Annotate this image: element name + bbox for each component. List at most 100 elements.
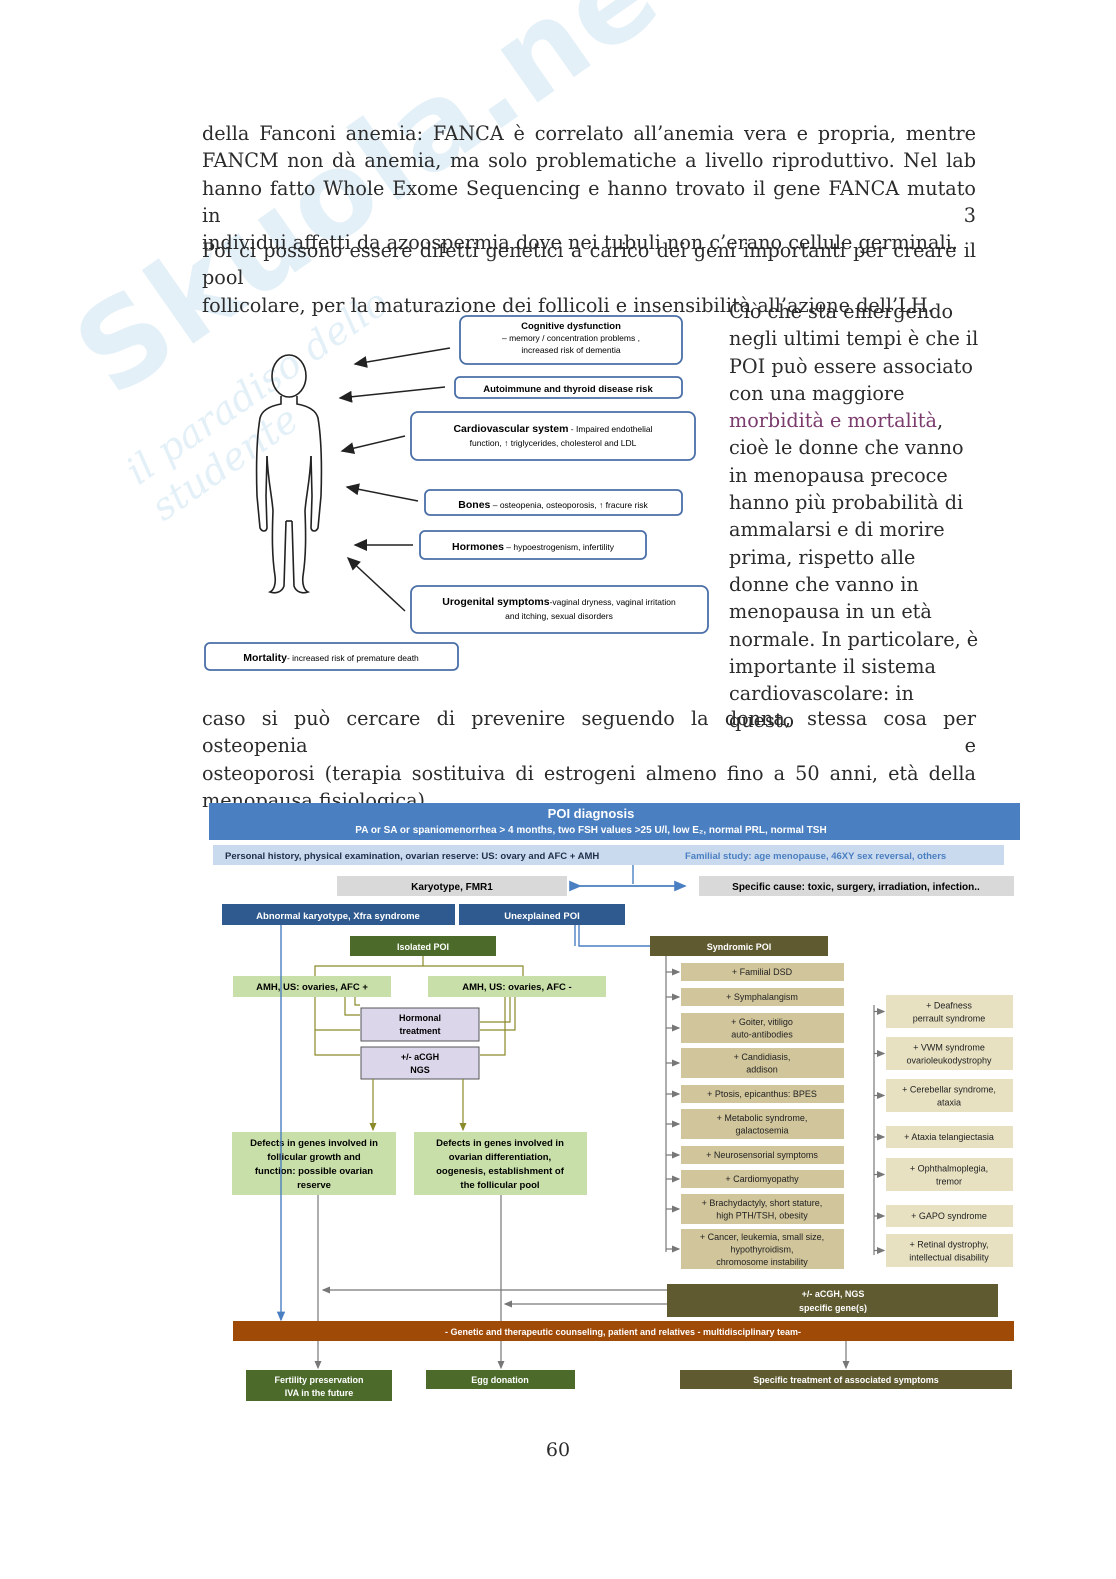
item-label: hypothyroidism, [730,1245,793,1255]
syndromic-item: + Metabolic syndrome,galactosemia [666,1109,844,1139]
item-label: + Ptosis, epicanthus: BPES [707,1089,817,1099]
svg-text:Hormonal: Hormonal [399,1013,441,1023]
text-line: caso si può cercare di prevenire seguend… [202,707,976,758]
item-label: + Familial DSD [732,967,793,977]
syndromic-item: + Cardiomyopathy [666,1170,844,1188]
svg-text:increased risk of dementia: increased risk of dementia [521,345,620,355]
item-label: auto-antibodies [731,1030,793,1040]
svg-text:specific gene(s): specific gene(s) [799,1303,867,1313]
poi-diagnosis-flowchart: POI diagnosis PA or SA or spaniomenorrhe… [209,803,1020,1401]
item-label: chromosome instability [716,1257,808,1267]
svg-text:NGS: NGS [410,1065,430,1075]
svg-text:Karyotype, FMR1: Karyotype, FMR1 [411,882,493,893]
abnormal-karyotype-box: Abnormal karyotype, Xfra syndrome [222,904,455,925]
item-label: intellectual disability [909,1253,989,1263]
item-label: tremor [936,1177,962,1187]
item-label: + Neurosensorial symptoms [706,1150,818,1160]
egg-donation-box: Egg donation [426,1370,575,1389]
svg-text:ovarian differentiation,: ovarian differentiation, [449,1152,551,1163]
item-label: ataxia [937,1098,961,1108]
svg-text:Autoimmune and thyroid disease: Autoimmune and thyroid disease risk [483,384,653,395]
paragraph-prevention: caso si può cercare di prevenire seguend… [202,705,976,814]
svg-text:Cognitive dysfunction: Cognitive dysfunction [521,321,621,332]
syndromic-extra-item: + Cerebellar syndrome, ataxia [874,1079,1013,1112]
item-label: ovarioleukodystrophy [906,1056,992,1066]
svg-text:Mortality- increased risk of p: Mortality- increased risk of premature d… [243,652,419,664]
specific-cause-box: Specific cause: toxic, surgery, irradiat… [699,876,1014,896]
syndromic-extra-item: + Deafness perrault syndrome [874,995,1013,1028]
side-text-start: Ciò che sta emergendo negli ultimi tempi… [729,300,979,405]
acgh-ngs-box: +/- aCGH NGS [360,1046,480,1080]
item-label: + Deafness [926,1001,972,1011]
svg-text:Defects in genes involved in: Defects in genes involved in [250,1138,378,1149]
text-line: Poi ci possono essere difetti genetici a… [202,239,976,290]
svg-text:Specific cause: toxic, surgery: Specific cause: toxic, surgery, irradiat… [732,882,980,893]
svg-text:Syndromic POI: Syndromic POI [707,942,772,952]
item-label: + Ophthalmoplegia, [910,1164,988,1174]
svg-text:Defects in genes involved in: Defects in genes involved in [436,1138,564,1149]
text-line: della Fanconi anemia: FANCA è correlato … [202,122,976,145]
syndromic-item: + Candidiasis,addison [666,1048,844,1078]
item-label: + Symphalangism [726,992,798,1002]
side-text-end: , cioè le donne che vanno in menopausa p… [729,409,979,733]
text-line: osteoporosi (terapia sostituiva di estro… [202,761,976,785]
svg-text:Familial study: age menopause,: Familial study: age menopause, 46XY sex … [685,851,946,862]
hormones-box: Hormones – hypoestrogenism, infertility [419,530,647,560]
item-label: + Cancer, leukemia, small size, [700,1232,824,1242]
karyotype-box: Karyotype, FMR1 [337,876,567,896]
paragraph-genetic-defects: Poi ci possono essere difetti genetici a… [202,237,976,319]
svg-text:the follicular pool: the follicular pool [460,1180,539,1191]
item-label: + Cardiomyopathy [725,1174,799,1184]
item-label: + VWM syndrome [913,1043,985,1053]
syndromic-item: + Brachydactyly, short stature,high PTH/… [666,1194,844,1224]
unexplained-poi-box: Unexplained POI [459,904,625,925]
syndromic-item: + Familial DSD [666,963,844,981]
poi-diagnosis-header: POI diagnosis PA or SA or spaniomenorrhe… [209,803,1020,840]
amh-positive-box: AMH, US: ovaries, AFC + [233,976,391,997]
syndromic-item: + Cancer, leukemia, small size, hypothyro… [666,1229,844,1269]
svg-text:Hormones – hypoestrogenism, in: Hormones – hypoestrogenism, infertility [452,541,615,553]
svg-text:IVA in the future: IVA in the future [285,1388,354,1398]
svg-text:oogenesis, establishment of: oogenesis, establishment of [436,1166,565,1177]
text-line: FANCM non dà anemia, ma solo problematic… [202,149,976,173]
counseling-bar: - Genetic and therapeutic counseling, pa… [233,1321,1014,1341]
svg-text:Unexplained POI: Unexplained POI [504,911,580,922]
item-label: + Cerebellar syndrome, [902,1085,996,1095]
item-label: + Goiter, vitiligo [731,1017,793,1027]
page-number: 60 [545,1439,571,1461]
svg-text:Cardiovascular system - Impair: Cardiovascular system - Impaired endothe… [453,423,652,435]
syndromic-extra-item: + Ataxia telangiectasia [874,1126,1013,1148]
syndromic-item: + Neurosensorial symptoms [666,1146,844,1164]
paragraph-fanconi: della Fanconi anemia: FANCA è correlato … [202,120,976,256]
fertility-preservation-box: Fertility preservation IVA in the future [246,1370,392,1401]
item-label: + GAPO syndrome [911,1211,987,1221]
svg-text:Personal history, physical exa: Personal history, physical examination, … [225,851,599,862]
svg-text:Fertility preservation: Fertility preservation [274,1375,363,1385]
svg-text:AMH, US: ovaries, AFC +: AMH, US: ovaries, AFC + [256,982,368,993]
item-label: perrault syndrome [913,1014,986,1024]
svg-text:POI diagnosis: POI diagnosis [548,806,635,821]
bones-box: Bones – osteopenia, osteoporosis, ↑ frac… [424,489,683,516]
svg-text:treatment: treatment [399,1026,440,1036]
svg-text:function: possible ovarian: function: possible ovarian [255,1166,373,1177]
svg-text:Abnormal karyotype, Xfra syndr: Abnormal karyotype, Xfra syndrome [256,911,420,922]
effect-arrows [338,347,451,612]
urogenital-box: Urogenital symptoms-vaginal dryness, vag… [410,585,709,634]
syndromic-extra-item: + Ophthalmoplegia, tremor [874,1158,1013,1191]
svg-text:- Genetic and therapeutic coun: - Genetic and therapeutic counseling, pa… [445,1327,801,1337]
isolated-poi-box: Isolated POI [350,936,496,956]
acgh-specific-genes-box: +/- aCGH, NGS specific gene(s) [667,1284,998,1317]
svg-text:Bones – osteopenia, osteoporos: Bones – osteopenia, osteoporosis, ↑ frac… [458,499,648,511]
svg-text:+/- aCGH, NGS: +/- aCGH, NGS [802,1289,865,1299]
svg-text:– memory / concentration probl: – memory / concentration problems , [502,333,640,343]
cardiovascular-box: Cardiovascular system - Impaired endothe… [410,411,696,461]
text-line: hanno fatto Whole Exome Sequencing e han… [202,176,976,227]
svg-text:function, ↑ triglycerides, cho: function, ↑ triglycerides, cholesterol a… [470,438,637,448]
item-label: + Ataxia telangiectasia [904,1132,994,1142]
syndromic-extra-item: + Retinal dystrophy,intellectual disabil… [874,1234,1013,1267]
syndromic-extra-item: + GAPO syndrome [874,1205,1013,1227]
hormonal-treatment-box: Hormonal treatment [360,1007,480,1042]
cognitive-dysfunction-box: Cognitive dysfunction – memory / concent… [459,315,683,365]
text-line: follicolare, per la maturazione dei foll… [202,293,934,317]
woman-silhouette-icon [255,354,323,594]
